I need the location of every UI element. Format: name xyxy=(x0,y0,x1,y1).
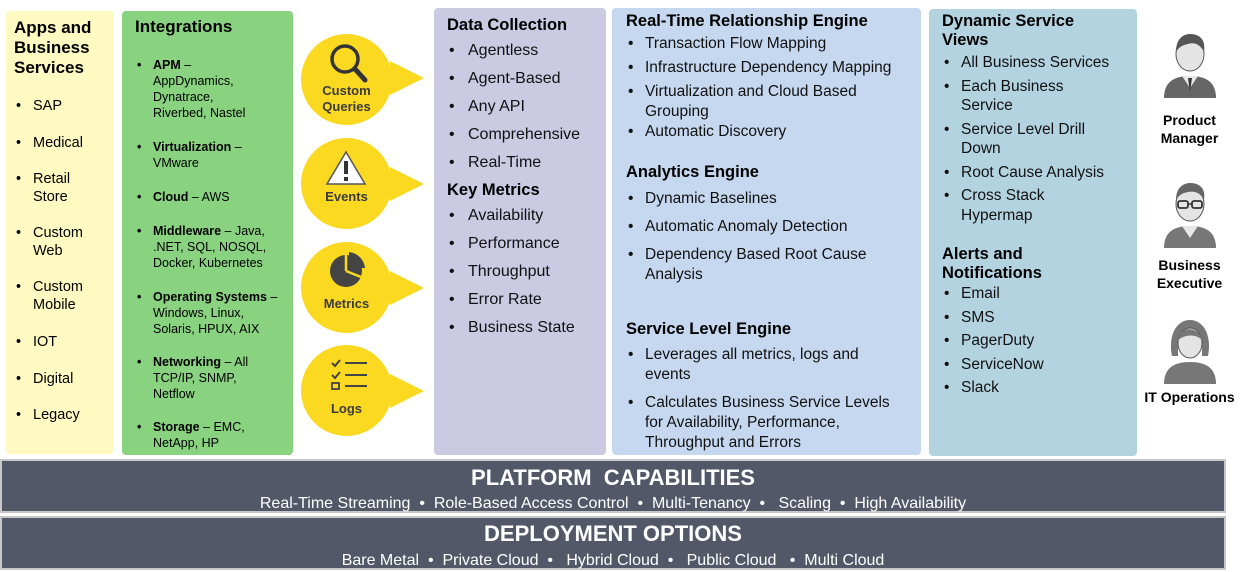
dsv-item: Service Level Drill Down xyxy=(942,120,1112,159)
arrow-right-icon xyxy=(390,167,424,201)
app-item: Legacy xyxy=(14,406,114,424)
integration-item: Operating Systems – Windows, Linux, Sola… xyxy=(135,289,283,337)
data-collection-item: Comprehensive xyxy=(447,126,606,144)
data-collection-item: Agentless xyxy=(447,42,606,60)
checklist-icon xyxy=(331,359,367,390)
custom-queries-circle: Custom Queries xyxy=(301,34,392,125)
logs-label: Logs xyxy=(330,401,363,416)
alert-channel-item: Slack xyxy=(942,378,1137,398)
events-circle: Events xyxy=(301,138,392,229)
magnifier-icon xyxy=(330,44,368,83)
persona-label: Product Manager xyxy=(1160,112,1219,146)
arrow-right-icon xyxy=(390,61,424,95)
analytics-engine-title: Analytics Engine xyxy=(626,163,759,182)
key-metric-item: Availability xyxy=(447,207,606,225)
rt-engine-list: Transaction Flow Mapping Infrastructure … xyxy=(626,34,921,142)
data-collection-item: Agent-Based xyxy=(447,70,606,88)
key-metric-item: Error Rate xyxy=(447,291,606,309)
rt-engine-item: Automatic Discovery xyxy=(626,122,921,142)
integration-item: APM – AppDynamics, Dynatrace, Riverbed, … xyxy=(135,57,250,121)
alert-channel-item: Email xyxy=(942,284,1137,304)
man-avatar-icon xyxy=(1163,34,1216,98)
rt-engine-item: Transaction Flow Mapping xyxy=(626,34,921,54)
deployment-items: Bare Metal • Private Cloud • Hybrid Clou… xyxy=(341,552,885,569)
engines-panel: Real-Time Relationship Engine Transactio… xyxy=(612,8,921,455)
pie-chart-icon xyxy=(330,252,365,287)
persona-label: IT Operations xyxy=(1144,389,1235,405)
rt-engine-item: Infrastructure Dependency Mapping xyxy=(626,58,921,78)
data-collection-title: Data Collection xyxy=(447,16,568,34)
integration-item: Virtualization – VMware xyxy=(135,139,270,171)
custom-queries-label: Custom Queries xyxy=(322,83,371,114)
alert-channel-item: PagerDuty xyxy=(942,331,1137,351)
integration-item: Networking – All TCP/IP, SNMP, Netflow xyxy=(135,354,263,402)
service-level-engine-item: Leverages all metrics, logs and events xyxy=(626,345,876,385)
analytics-engine-list: Dynamic Baselines Automatic Anomaly Dete… xyxy=(626,189,921,285)
persona-business-executive: Business Executive xyxy=(1137,180,1242,292)
platform-title: PLATFORM CAPABILITIES xyxy=(471,465,755,490)
app-item: Custom Web xyxy=(14,224,84,260)
integration-item: Storage – EMC, NetApp, HP xyxy=(135,419,260,451)
platform-items: Real-Time Streaming • Role-Based Access … xyxy=(259,495,967,512)
dsv-title: Dynamic Service Views xyxy=(942,12,1075,49)
integrations-title: Integrations xyxy=(135,17,233,36)
metrics-label: Metrics xyxy=(323,296,370,311)
analytics-engine-item: Dynamic Baselines xyxy=(626,189,921,209)
events-label: Events xyxy=(325,189,368,204)
warning-icon xyxy=(325,150,367,185)
integrations-panel: Integrations APM – AppDynamics, Dynatrac… xyxy=(122,11,293,455)
key-metric-item: Performance xyxy=(447,235,606,253)
app-item: Medical xyxy=(14,134,114,152)
alerts-list: Email SMS PagerDuty ServiceNow Slack xyxy=(942,284,1137,398)
arrow-right-icon xyxy=(390,374,424,408)
dsv-item: Cross Stack Hypermap xyxy=(942,186,1082,225)
deployment-title: DEPLOYMENT OPTIONS xyxy=(484,521,742,546)
app-item: Digital xyxy=(14,370,114,388)
deployment-options-bar: DEPLOYMENT OPTIONS Bare Metal • Private … xyxy=(0,516,1226,570)
dsv-item: Root Cause Analysis xyxy=(942,163,1137,183)
data-collection-item: Any API xyxy=(447,98,606,116)
analytics-engine-item: Dependency Based Root Cause Analysis xyxy=(626,245,886,285)
key-metric-item: Business State xyxy=(447,319,606,337)
dynamic-service-views-panel: Dynamic Service Views All Business Servi… xyxy=(929,9,1137,456)
integration-item: Cloud – AWS xyxy=(135,189,293,205)
key-metrics-title: Key Metrics xyxy=(447,181,540,200)
dsv-item: Each Business Service xyxy=(942,77,1082,116)
data-collection-panel: Data Collection Agentless Agent-Based An… xyxy=(434,8,606,455)
logs-circle: Logs xyxy=(301,345,392,436)
persona-product-manager: Product Manager xyxy=(1137,30,1242,147)
persona-it-operations: IT Operations xyxy=(1137,316,1242,406)
alert-channel-item: SMS xyxy=(942,308,1137,328)
service-level-engine-title: Service Level Engine xyxy=(626,320,792,339)
man-glasses-avatar-icon xyxy=(1163,183,1216,248)
alerts-title: Alerts and Notifications xyxy=(942,245,1042,282)
key-metric-item: Throughput xyxy=(447,263,606,281)
data-collection-list: Agentless Agent-Based Any API Comprehens… xyxy=(447,42,606,172)
platform-capabilities-bar: PLATFORM CAPABILITIES Real-Time Streamin… xyxy=(0,459,1226,513)
alert-channel-item: ServiceNow xyxy=(942,355,1137,375)
apps-panel: Apps and Business Services SAP Medical R… xyxy=(6,11,114,454)
app-item: Retail Store xyxy=(14,170,74,206)
analytics-engine-item: Automatic Anomaly Detection xyxy=(626,217,921,237)
integrations-list: APM – AppDynamics, Dynatrace, Riverbed, … xyxy=(135,57,293,451)
app-item: SAP xyxy=(14,97,114,115)
app-item: IOT xyxy=(14,333,114,351)
service-level-engine-list: Leverages all metrics, logs and events C… xyxy=(626,345,921,453)
integration-item: Middleware – Java, .NET, SQL, NOSQL, Doc… xyxy=(135,223,283,271)
data-collection-item: Real-Time xyxy=(447,154,606,172)
persona-label: Business Executive xyxy=(1156,257,1223,291)
dsv-item: All Business Services xyxy=(942,53,1137,73)
dsv-list: All Business Services Each Business Serv… xyxy=(942,53,1137,225)
apps-title: Apps and Business Services xyxy=(14,18,92,77)
service-level-engine-item: Calculates Business Service Levels for A… xyxy=(626,393,911,453)
app-item: Custom Mobile xyxy=(14,278,84,314)
rt-engine-item: Virtualization and Cloud Based Grouping xyxy=(626,82,896,122)
arrow-right-icon xyxy=(390,271,424,305)
rt-engine-title: Real-Time Relationship Engine xyxy=(626,12,868,30)
woman-avatar-icon xyxy=(1163,320,1216,384)
key-metrics-list: Availability Performance Throughput Erro… xyxy=(447,207,606,337)
apps-list: SAP Medical Retail Store Custom Web Cust… xyxy=(14,97,114,424)
metrics-circle: Metrics xyxy=(301,242,392,333)
